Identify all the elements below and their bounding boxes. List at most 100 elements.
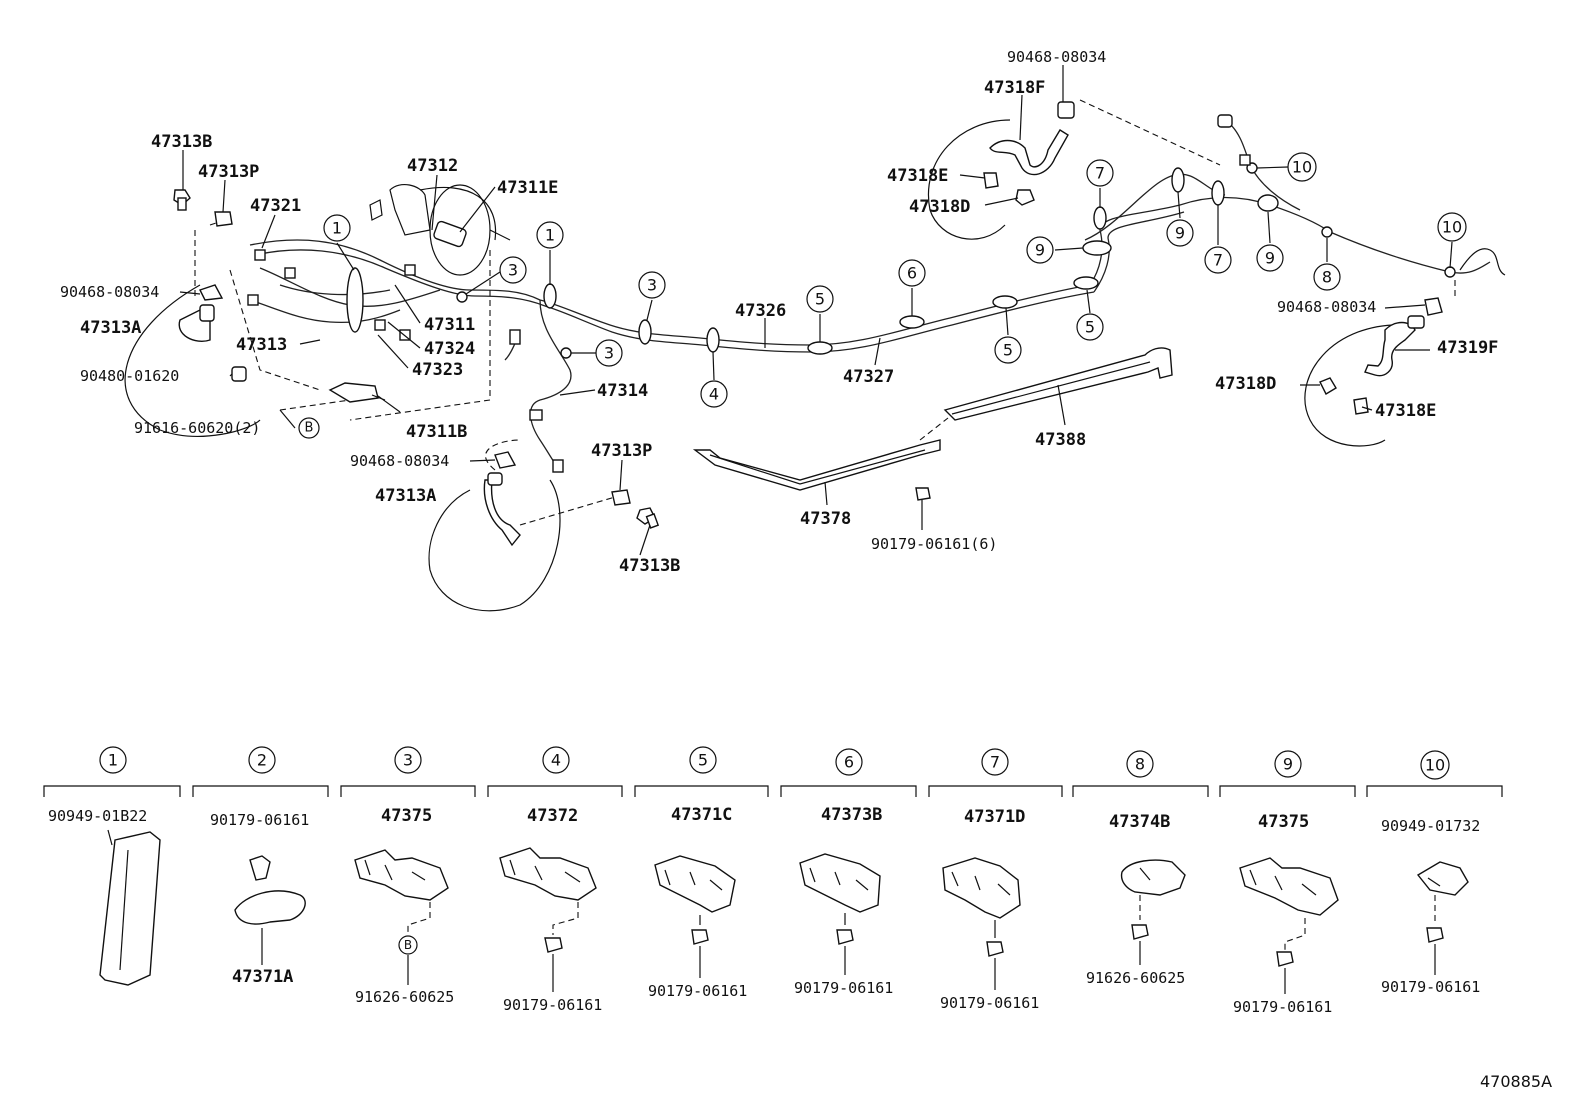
- svg-text:47373B: 47373B: [821, 805, 882, 825]
- callout-circle-3b: 3: [595, 339, 623, 367]
- svg-text:7: 7: [1095, 164, 1105, 183]
- svg-text:47375: 47375: [381, 806, 432, 826]
- label-47314: 47314: [597, 381, 648, 401]
- legend-row: 1 2 3 4 5 6 7 8 9 10 90949-01B22 90179-0…: [43, 746, 1503, 1016]
- legend-top-labels: 90949-01B22 90179-06161 47375 47372 4737…: [48, 805, 1480, 835]
- svg-text:9: 9: [1283, 755, 1293, 774]
- label-47321: 47321: [250, 196, 301, 216]
- svg-text:7: 7: [1213, 251, 1223, 270]
- svg-text:10: 10: [1442, 218, 1462, 237]
- callout-circle-7a: 7: [1086, 159, 1114, 187]
- svg-text:7: 7: [990, 753, 1000, 772]
- svg-text:5: 5: [1003, 341, 1013, 360]
- label-47319f: 47319F: [1437, 338, 1498, 358]
- svg-text:10: 10: [1292, 158, 1312, 177]
- label-47388: 47388: [1035, 430, 1086, 450]
- svg-text:8: 8: [1322, 268, 1332, 287]
- svg-text:9: 9: [1175, 224, 1185, 243]
- label-90480-01620: 90480-01620: [80, 367, 179, 385]
- svg-text:10: 10: [1425, 756, 1445, 775]
- svg-text:1: 1: [108, 751, 118, 770]
- callout-circle-5a: 5: [806, 285, 834, 313]
- callout-circle-4: 4: [700, 380, 728, 408]
- label-47327: 47327: [843, 367, 894, 387]
- legend-part-8: 91626-60625: [1086, 859, 1186, 987]
- legend-part-3: B 91626-60625: [354, 849, 454, 1006]
- label-47378: 47378: [800, 509, 851, 529]
- callout-circle-10a: 10: [1287, 152, 1317, 182]
- svg-text:9: 9: [1265, 249, 1275, 268]
- svg-text:B: B: [404, 938, 412, 952]
- legend-part-2: 47371A: [232, 855, 306, 987]
- label-47323: 47323: [412, 360, 463, 380]
- label-47326: 47326: [735, 301, 786, 321]
- svg-text:5: 5: [815, 290, 825, 309]
- legend-part-6: 90179-06161: [794, 853, 893, 997]
- svg-text:47371A: 47371A: [232, 967, 293, 987]
- svg-text:8: 8: [1135, 755, 1145, 774]
- svg-text:90179-06161: 90179-06161: [794, 979, 893, 997]
- callout-circle-3c: 3: [638, 271, 666, 299]
- svg-text:90179-06161: 90179-06161: [940, 994, 1039, 1012]
- label-47324: 47324: [424, 339, 475, 359]
- svg-text:B: B: [305, 421, 314, 436]
- callout-circle-9c: 9: [1256, 244, 1284, 272]
- brake-pipes: [249, 119, 1491, 471]
- label-90468-08034-left: 90468-08034: [60, 283, 159, 301]
- callout-circle-1b: 1: [536, 221, 564, 249]
- callout-circle-6: 6: [898, 259, 926, 287]
- svg-text:91626-60625: 91626-60625: [1086, 969, 1185, 987]
- callout-circle-1a: 1: [323, 214, 351, 242]
- figure-code: 470885A: [1480, 1072, 1552, 1091]
- label-47318f: 47318F: [984, 78, 1045, 98]
- circled-callouts: 1 1 3 3 3 4 5 6 5 5 7 9 9 7 9 8 10 10 B: [298, 152, 1467, 439]
- pipe-clips: [456, 162, 1456, 359]
- detail-circle-left: [124, 284, 261, 437]
- label-47313p-mid: 47313P: [591, 441, 652, 461]
- svg-text:47371C: 47371C: [671, 805, 732, 825]
- svg-text:3: 3: [647, 276, 657, 295]
- svg-text:1: 1: [332, 219, 342, 238]
- svg-text:91626-60625: 91626-60625: [355, 988, 454, 1006]
- svg-text:5: 5: [698, 751, 708, 770]
- legend-part-4: 90179-06161: [499, 847, 602, 1014]
- callout-circle-10b: 10: [1437, 212, 1467, 242]
- label-47318e-top: 47318E: [887, 166, 948, 186]
- label-47313p-top: 47313P: [198, 162, 259, 182]
- label-47313b-top: 47313B: [151, 132, 212, 152]
- svg-text:90179-06161: 90179-06161: [648, 982, 747, 1000]
- lower-branch-47314: [428, 409, 660, 612]
- svg-text:47375: 47375: [1258, 812, 1309, 832]
- label-47313a-left: 47313A: [80, 318, 141, 338]
- label-47313a-mid: 47313A: [375, 486, 436, 506]
- label-90468-08034-mid: 90468-08034: [350, 452, 449, 470]
- label-47311e: 47311E: [497, 178, 558, 198]
- svg-text:2: 2: [257, 751, 267, 770]
- leader-lines: [179, 65, 1453, 556]
- legend-part-9: 90179-06161: [1233, 857, 1339, 1016]
- callout-circle-8: 8: [1313, 263, 1341, 291]
- label-47313: 47313: [236, 335, 287, 355]
- label-47311: 47311: [424, 315, 475, 335]
- svg-text:47374B: 47374B: [1109, 812, 1170, 832]
- label-90179-06161-6: 90179-06161(6): [871, 535, 997, 553]
- pipe-covers: [692, 347, 1173, 530]
- label-91616-60620: 91616-60620(2): [134, 419, 260, 437]
- svg-text:90179-06161: 90179-06161: [1233, 998, 1332, 1016]
- legend-part-7: 90179-06161: [940, 857, 1039, 1012]
- legend-part-1: [99, 829, 161, 986]
- svg-text:90179-06161: 90179-06161: [503, 996, 602, 1014]
- rear-hose-group-lower: [1304, 248, 1506, 447]
- svg-text:9: 9: [1035, 241, 1045, 260]
- svg-text:3: 3: [604, 344, 614, 363]
- label-90468-08034-right: 90468-08034: [1277, 298, 1376, 316]
- label-47318d-right: 47318D: [1215, 374, 1276, 394]
- label-47313b-mid: 47313B: [619, 556, 680, 576]
- legend-brackets: [43, 785, 1503, 797]
- svg-text:90949-01732: 90949-01732: [1381, 817, 1480, 835]
- svg-text:4: 4: [709, 385, 719, 404]
- callout-circle-B: B: [298, 417, 320, 439]
- svg-text:47372: 47372: [527, 806, 578, 826]
- svg-text:90179-06161: 90179-06161: [210, 811, 309, 829]
- callout-circle-5c: 5: [1076, 313, 1104, 341]
